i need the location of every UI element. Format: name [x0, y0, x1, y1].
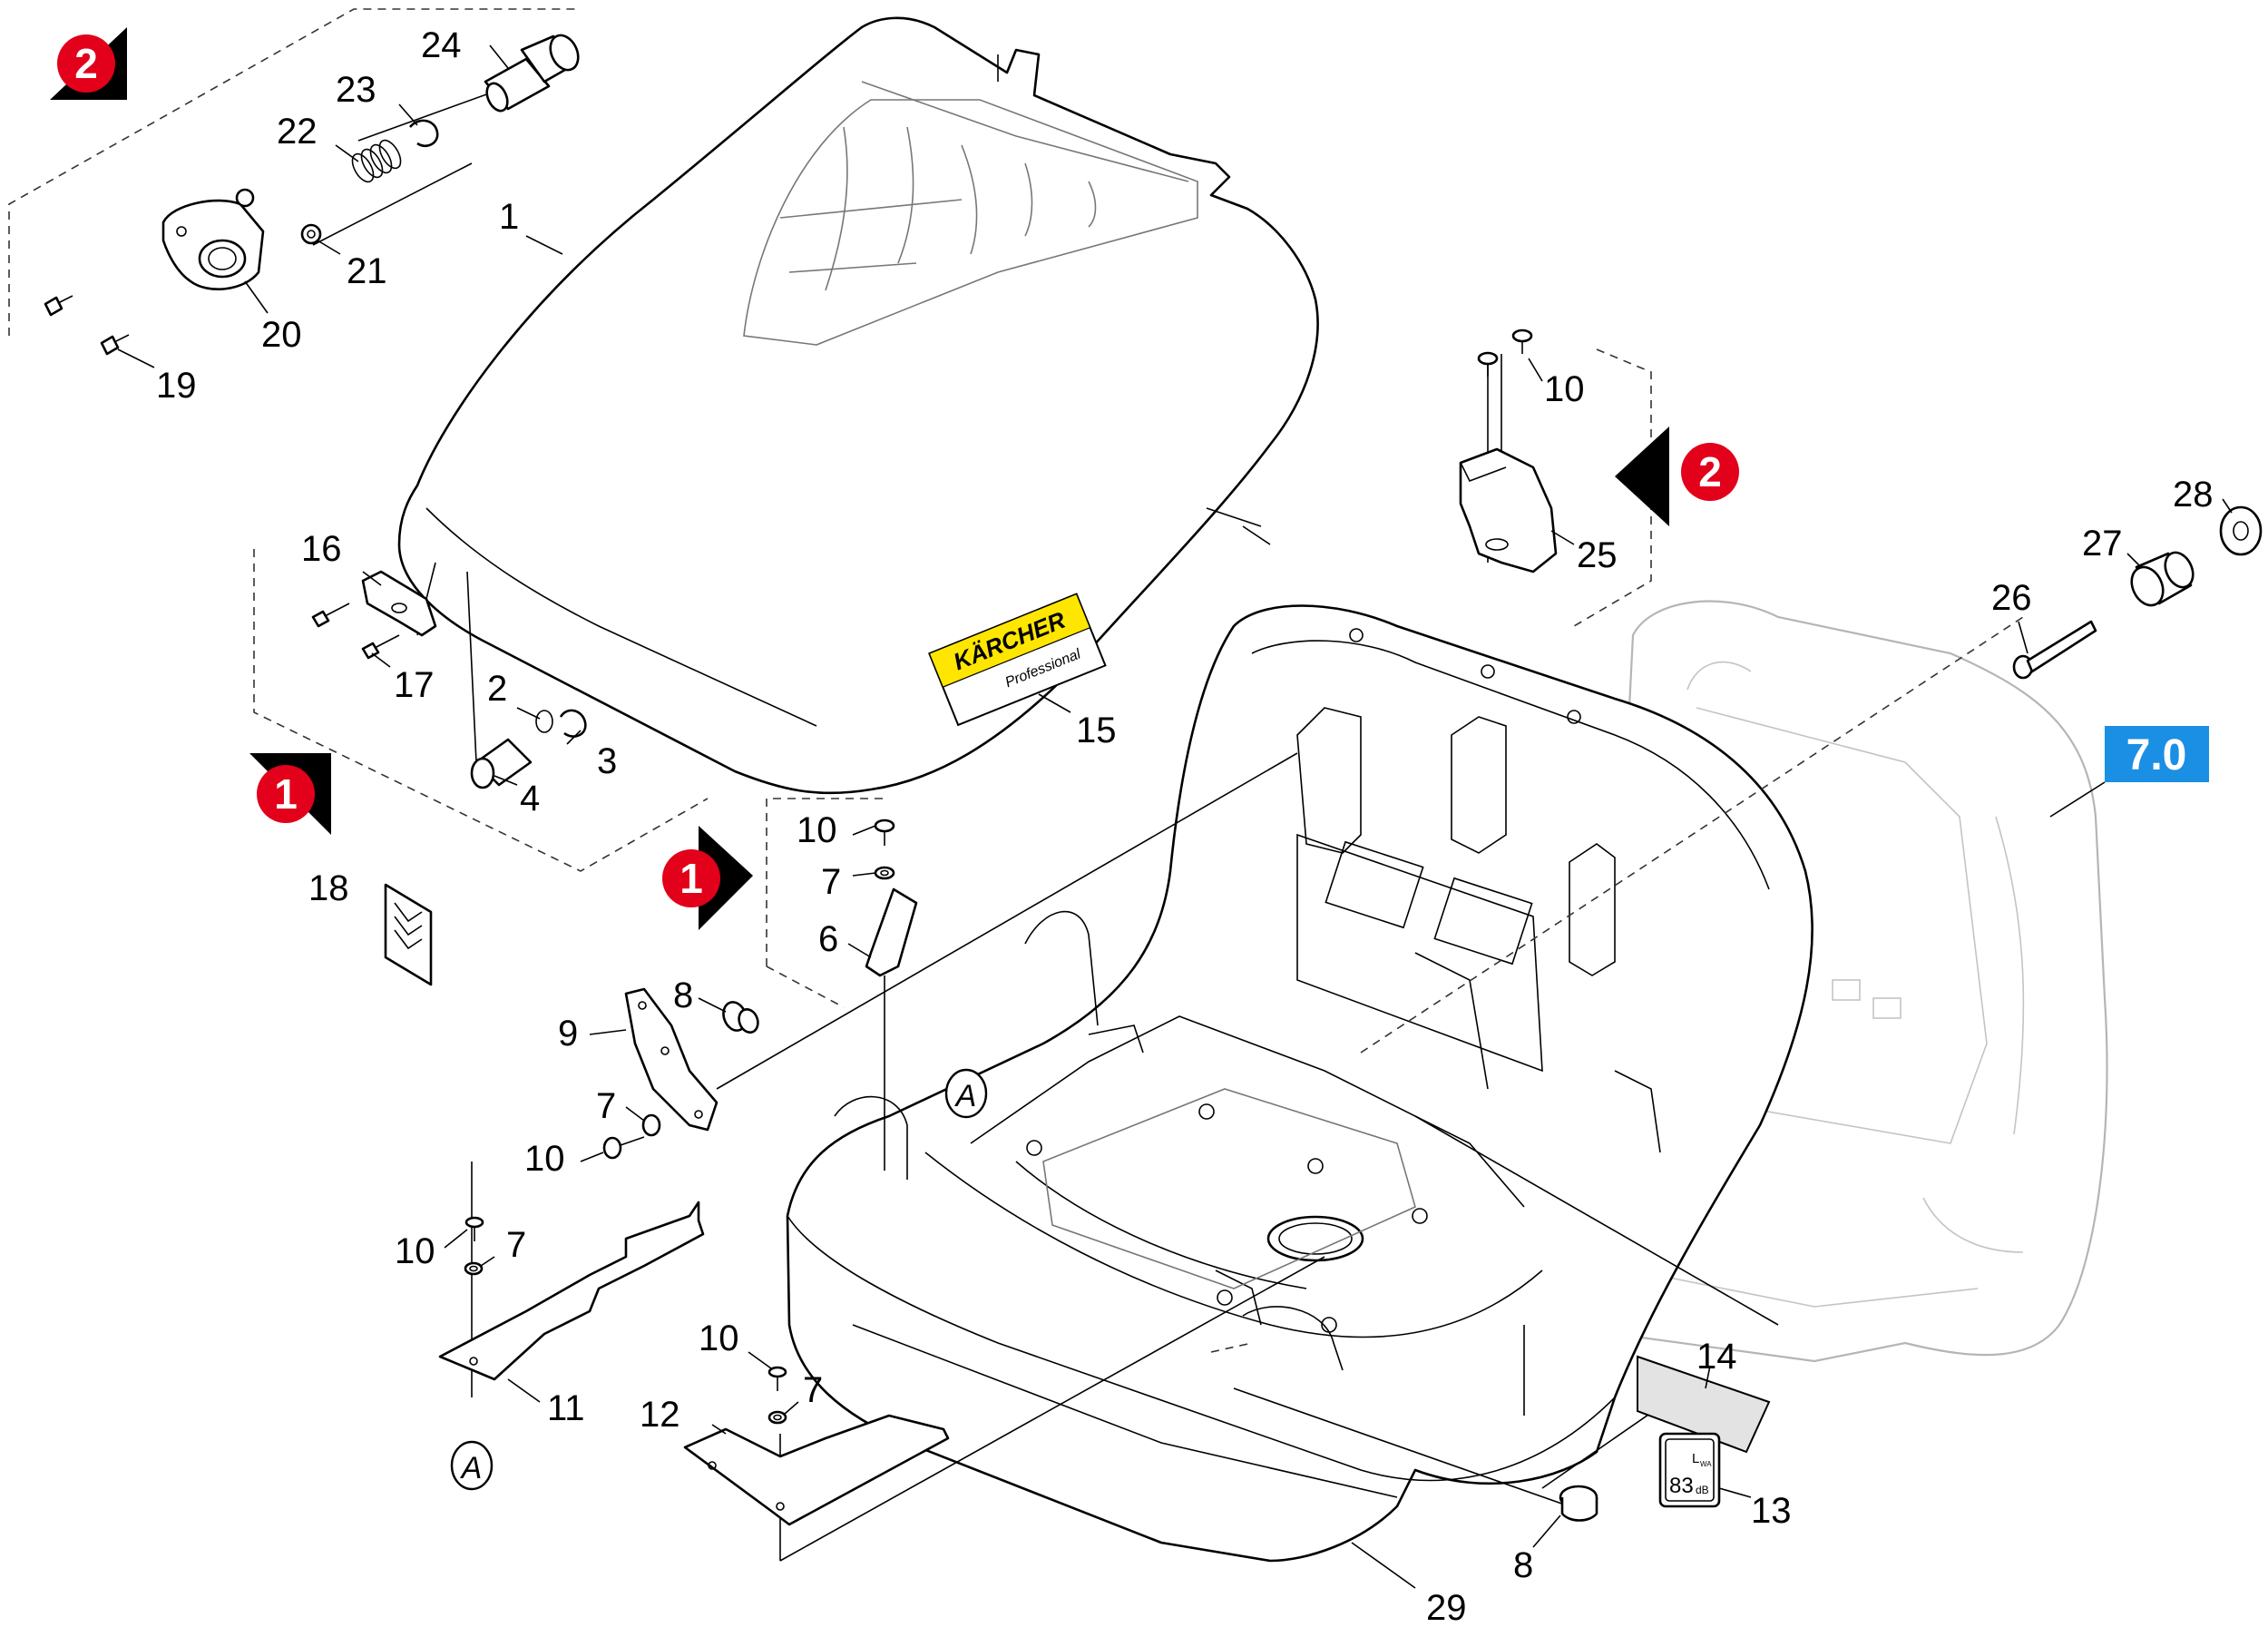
label-10-center: 10 — [797, 810, 837, 850]
marker-1-left-text: 1 — [274, 770, 298, 818]
bushing-24 — [484, 34, 580, 113]
marker-1-center-text: 1 — [679, 855, 703, 902]
label-10-bottom-left: 10 — [395, 1231, 435, 1271]
label-8-right: 8 — [1513, 1545, 1533, 1585]
label-10-right: 10 — [1544, 369, 1585, 409]
label-26: 26 — [1991, 578, 2032, 618]
bushing-4 — [470, 738, 533, 789]
label-15: 15 — [1076, 711, 1117, 750]
noise-unit: L — [1692, 1451, 1699, 1466]
noise-value: 83 — [1669, 1474, 1694, 1498]
label-11: 11 — [547, 1388, 585, 1428]
label-8-left: 8 — [673, 975, 693, 1015]
label-6: 6 — [818, 919, 838, 959]
marker-2-top: 2 — [50, 27, 127, 100]
reference-box-7-0: 7.0 — [2049, 726, 2209, 818]
label-16: 16 — [301, 529, 342, 569]
label-20: 20 — [261, 315, 302, 355]
bottom-plate-12 — [683, 1414, 950, 1526]
bracket-9 — [624, 987, 719, 1132]
latch-bracket-20 — [161, 188, 265, 291]
nut-21 — [300, 223, 322, 245]
clip-6 — [865, 887, 918, 977]
ring-3 — [559, 709, 587, 738]
grommet-8-right — [1559, 1485, 1598, 1522]
marker-1-center: 1 — [662, 826, 753, 930]
screw-10-right-b — [1511, 328, 1533, 354]
noise-sub: WA — [1700, 1460, 1712, 1468]
grommet-8-left — [722, 1001, 759, 1034]
base-body — [786, 604, 1813, 1563]
label-27: 27 — [2082, 524, 2123, 564]
hinge-plate-16 — [361, 570, 437, 637]
label-2: 2 — [487, 669, 507, 709]
label-18: 18 — [308, 868, 349, 908]
label-10-bottom: 10 — [699, 1318, 739, 1358]
reference-box-text: 7.0 — [2126, 731, 2187, 779]
washer-7-left — [641, 1113, 661, 1137]
label-7-center: 7 — [821, 862, 841, 902]
bottom-plate-11 — [438, 1201, 705, 1381]
label-24: 24 — [421, 25, 462, 65]
screw-10-bottom — [767, 1366, 787, 1391]
marker-a-body: A — [944, 1068, 988, 1119]
noise-label-13: L WA 83 dB — [1658, 1432, 1721, 1508]
o-ring-2 — [535, 710, 553, 733]
label-23: 23 — [336, 70, 376, 110]
washer-7-bottom — [767, 1410, 787, 1425]
label-28: 28 — [2173, 475, 2214, 515]
label-19: 19 — [156, 366, 197, 406]
spacer-27 — [2130, 551, 2195, 607]
label-4: 4 — [520, 779, 540, 818]
label-7-bottom-left: 7 — [506, 1225, 526, 1265]
marker-a-bottom-text: A — [460, 1451, 483, 1485]
circlip-23 — [409, 119, 439, 148]
label-3: 3 — [597, 741, 617, 781]
part-numbers: 24 23 22 1 21 20 19 10 28 27 25 16 26 17… — [156, 25, 2214, 1628]
label-17: 17 — [394, 665, 435, 705]
screw-10-center — [874, 818, 895, 846]
spring-22 — [351, 139, 402, 183]
label-12: 12 — [640, 1395, 680, 1435]
marker-a-body-text: A — [954, 1079, 977, 1113]
marker-2-top-text: 2 — [74, 40, 98, 87]
marker-1-left: 1 — [249, 753, 331, 835]
screw-19 — [44, 295, 130, 356]
label-1: 1 — [499, 197, 519, 237]
label-10-left: 10 — [524, 1139, 565, 1179]
washer-7-center — [874, 866, 895, 880]
marker-a-bottom: A — [450, 1440, 494, 1491]
label-21: 21 — [347, 251, 387, 291]
bracket-25 — [1459, 447, 1558, 573]
marker-2-right: 2 — [1615, 426, 1739, 526]
label-13: 13 — [1751, 1491, 1792, 1531]
label-25: 25 — [1577, 535, 1618, 575]
label-22: 22 — [277, 112, 318, 152]
screw-10-right-a — [1477, 351, 1499, 377]
label-7-left: 7 — [596, 1086, 616, 1126]
hood-cover — [397, 16, 1319, 795]
label-29: 29 — [1426, 1588, 1467, 1628]
label-9: 9 — [558, 1014, 578, 1054]
screw-10-left — [602, 1136, 645, 1160]
screw-17 — [311, 603, 400, 660]
screw-10-bottom-left — [464, 1216, 484, 1241]
bolt-26 — [2012, 620, 2097, 680]
label-14 — [1637, 1355, 1771, 1454]
washer-7-bottom-left — [464, 1261, 484, 1276]
part-number-leaders — [117, 44, 2233, 1589]
label-14: 14 — [1696, 1337, 1737, 1377]
marker-2-right-text: 2 — [1698, 448, 1722, 495]
washer-28 — [2219, 505, 2263, 556]
noise-value-unit: dB — [1696, 1484, 1709, 1496]
warning-label-18 — [384, 883, 433, 986]
label-7-bottom: 7 — [803, 1370, 823, 1410]
